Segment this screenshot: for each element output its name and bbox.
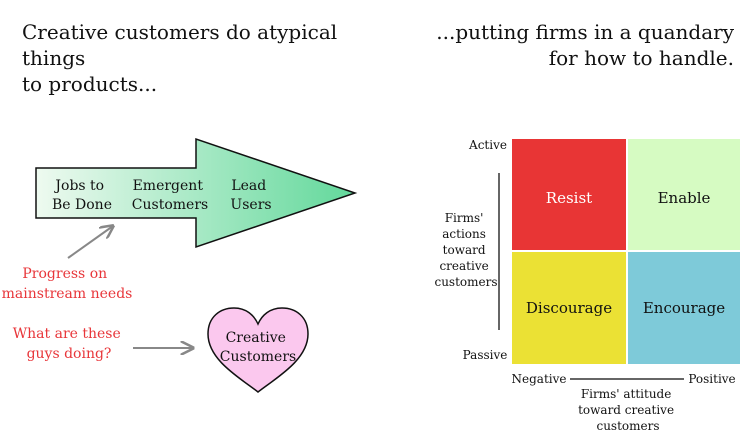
right-headline-line1: ...putting firms in a quandary: [436, 20, 734, 44]
left-headline-line1: Creative customers do atypical things: [22, 20, 338, 70]
cell-discourage: [512, 251, 627, 364]
y-axis-bottom-label: Passive: [463, 348, 508, 362]
stage-lead-users: Lead Users: [230, 178, 271, 213]
stage-jobs-to-be-done: Jobs to Be Done: [52, 178, 112, 213]
progression-arrow-shape: [35, 137, 358, 249]
y-axis-top-label: Active: [468, 138, 507, 152]
cell-encourage-label: Encourage: [643, 299, 725, 317]
response-matrix: Resist Enable Discourage Encourage Activ…: [434, 138, 740, 433]
left-headline: Creative customers do atypical things to…: [22, 19, 382, 97]
x-axis-right-label: Positive: [688, 372, 735, 386]
heart-icon: [207, 307, 309, 393]
x-axis-left-label: Negative: [512, 372, 567, 386]
cell-resist: [512, 139, 627, 251]
right-headline: ...putting firms in a quandary for how t…: [394, 19, 734, 71]
x-axis-title: Firms' attitude toward creative customer…: [578, 387, 678, 433]
cell-discourage-label: Discourage: [526, 299, 612, 317]
creative-customers-heart: Creative Customers: [207, 307, 309, 393]
progress-annotation: Progress on mainstream needs: [2, 266, 133, 302]
cell-resist-label: Resist: [546, 189, 592, 207]
y-axis-title: Firms' actions toward creative customers: [434, 211, 497, 289]
question-annotation: What are these guys doing?: [13, 326, 125, 362]
right-headline-line2: for how to handle.: [548, 46, 734, 70]
left-headline-line2: to products...: [22, 72, 158, 96]
cell-encourage: [627, 251, 740, 364]
cell-enable-label: Enable: [658, 189, 711, 207]
cell-enable: [627, 139, 740, 251]
stage-emergent-customers: Emergent Customers: [132, 178, 208, 213]
progression-arrow: Jobs to Be Done Emergent Customers Lead …: [35, 137, 358, 249]
heart-label: Creative Customers: [220, 330, 296, 365]
progress-pointer-arrow: [67, 226, 113, 259]
